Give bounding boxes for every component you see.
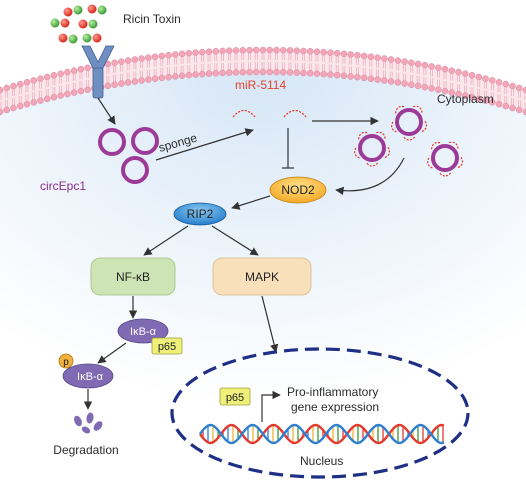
p65-label-2: p65 — [226, 392, 244, 404]
nfkb-box: NF-κB — [90, 257, 176, 296]
sponge-arrow — [155, 128, 254, 161]
cytoplasm-label: Cytoplasm — [437, 92, 494, 106]
nucleus-label: Nucleus — [300, 454, 343, 468]
arrow-mapk-to-nucleus — [261, 295, 279, 353]
phospho-p-label: p — [63, 357, 69, 368]
arrow-nod2-to-rip2 — [231, 195, 271, 210]
rip2-node: RIP2 — [173, 202, 227, 226]
cell-membrane — [0, 46, 526, 116]
gene-expression-label: gene expression — [291, 400, 379, 414]
nucleus-boundary — [170, 347, 470, 479]
degradation-label: Degradation — [53, 443, 118, 457]
ikba-label-2: IκB-α — [77, 371, 104, 383]
phospho-ikba: IκB-α p — [58, 353, 114, 389]
mir-5114-label: miR-5114 — [235, 78, 286, 92]
rip2-label: RIP2 — [187, 207, 214, 221]
circepc1-mirna-complexes — [354, 105, 464, 177]
inhibition-mir-to-nod2 — [282, 128, 294, 169]
receptor-icon — [81, 45, 115, 99]
mapk-label: MAPK — [245, 270, 279, 284]
circepc1-label: circEpc1 — [40, 179, 86, 193]
mapk-box: MAPK — [212, 257, 312, 296]
ricin-toxin-molecules — [50, 4, 107, 44]
dna-helix — [199, 423, 445, 445]
ikba-p65-complex: IκB-α p65 — [117, 318, 183, 355]
ikba-label-1: IκB-α — [130, 326, 157, 338]
arrow-rip2-to-mapk — [211, 225, 259, 256]
arrow-to-phospho-ikba — [97, 342, 127, 364]
arrow-complexes-to-nod2 — [335, 157, 405, 196]
p65-nuclear: p65 — [219, 387, 251, 406]
ricin-toxin-label: Ricin Toxin — [123, 12, 181, 26]
circepc1-rings — [98, 127, 159, 184]
nod2-label: NOD2 — [281, 183, 315, 197]
pro-inflammatory-label: Pro-inflammatory — [287, 385, 378, 399]
p65-label-1: p65 — [158, 341, 176, 353]
nfkb-label: NF-κB — [116, 270, 150, 284]
degradation-fragments — [74, 412, 103, 434]
arrow-rip2-to-nfkb — [143, 225, 189, 256]
nod2-node: NOD2 — [269, 176, 327, 204]
transcription-arrow — [261, 390, 281, 422]
arrow-receptor-to-circepc1 — [97, 97, 116, 125]
